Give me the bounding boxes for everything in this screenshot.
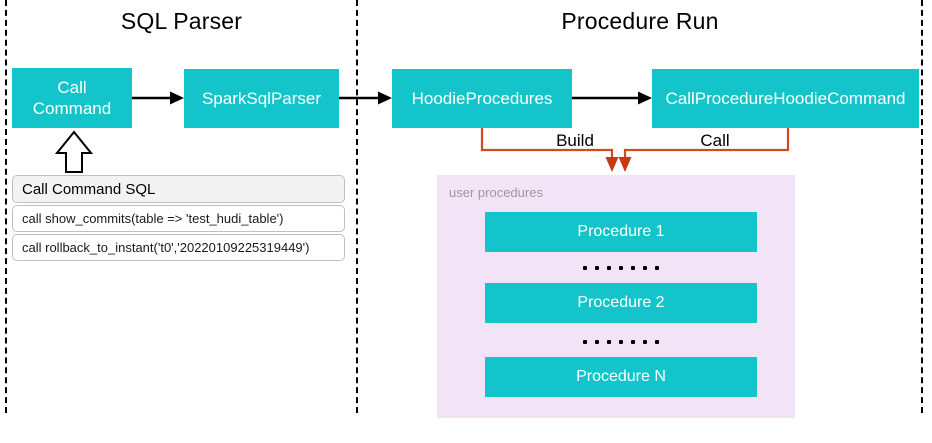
section-title-sql-parser: SQL Parser [120, 8, 243, 34]
up-arrow-icon [54, 130, 94, 173]
section-border-left [5, 0, 7, 413]
node-spark-sql-parser: SparkSqlParser [184, 69, 339, 128]
sql-statement-row: call show_commits(table => 'test_hudi_ta… [12, 205, 345, 232]
edge-label-build: Build [556, 131, 594, 150]
flow-arrow-parser-to-hoodieprocedures [339, 91, 392, 105]
ellipsis-dots [485, 340, 757, 344]
sql-statement-row: call rollback_to_instant('t0','202201092… [12, 234, 345, 261]
section-border-middle [356, 0, 358, 413]
sql-panel-title: Call Command SQL [12, 175, 345, 203]
node-hoodie-procedures: HoodieProcedures [392, 69, 572, 128]
node-call-command: Call Command [12, 68, 132, 128]
flow-arrow-callcommand-to-parser [132, 91, 184, 105]
procedure-n-box: Procedure N [485, 357, 757, 397]
flow-arrow-hoodieprocedures-to-command [572, 91, 652, 105]
ellipsis-dots [485, 266, 757, 270]
section-border-right [921, 0, 923, 413]
section-title-procedure-run: Procedure Run [561, 8, 719, 34]
node-call-procedure-hoodie-command: CallProcedureHoodieCommand [652, 69, 919, 128]
user-procedures-label: user procedures [449, 185, 543, 200]
procedure-2-box: Procedure 2 [485, 283, 757, 323]
user-procedures-panel: user procedures Procedure 1 Procedure 2 … [437, 175, 795, 418]
procedure-1-box: Procedure 1 [485, 212, 757, 252]
call-command-sql-panel: Call Command SQL call show_commits(table… [12, 175, 345, 263]
edge-label-call: Call [700, 131, 730, 150]
